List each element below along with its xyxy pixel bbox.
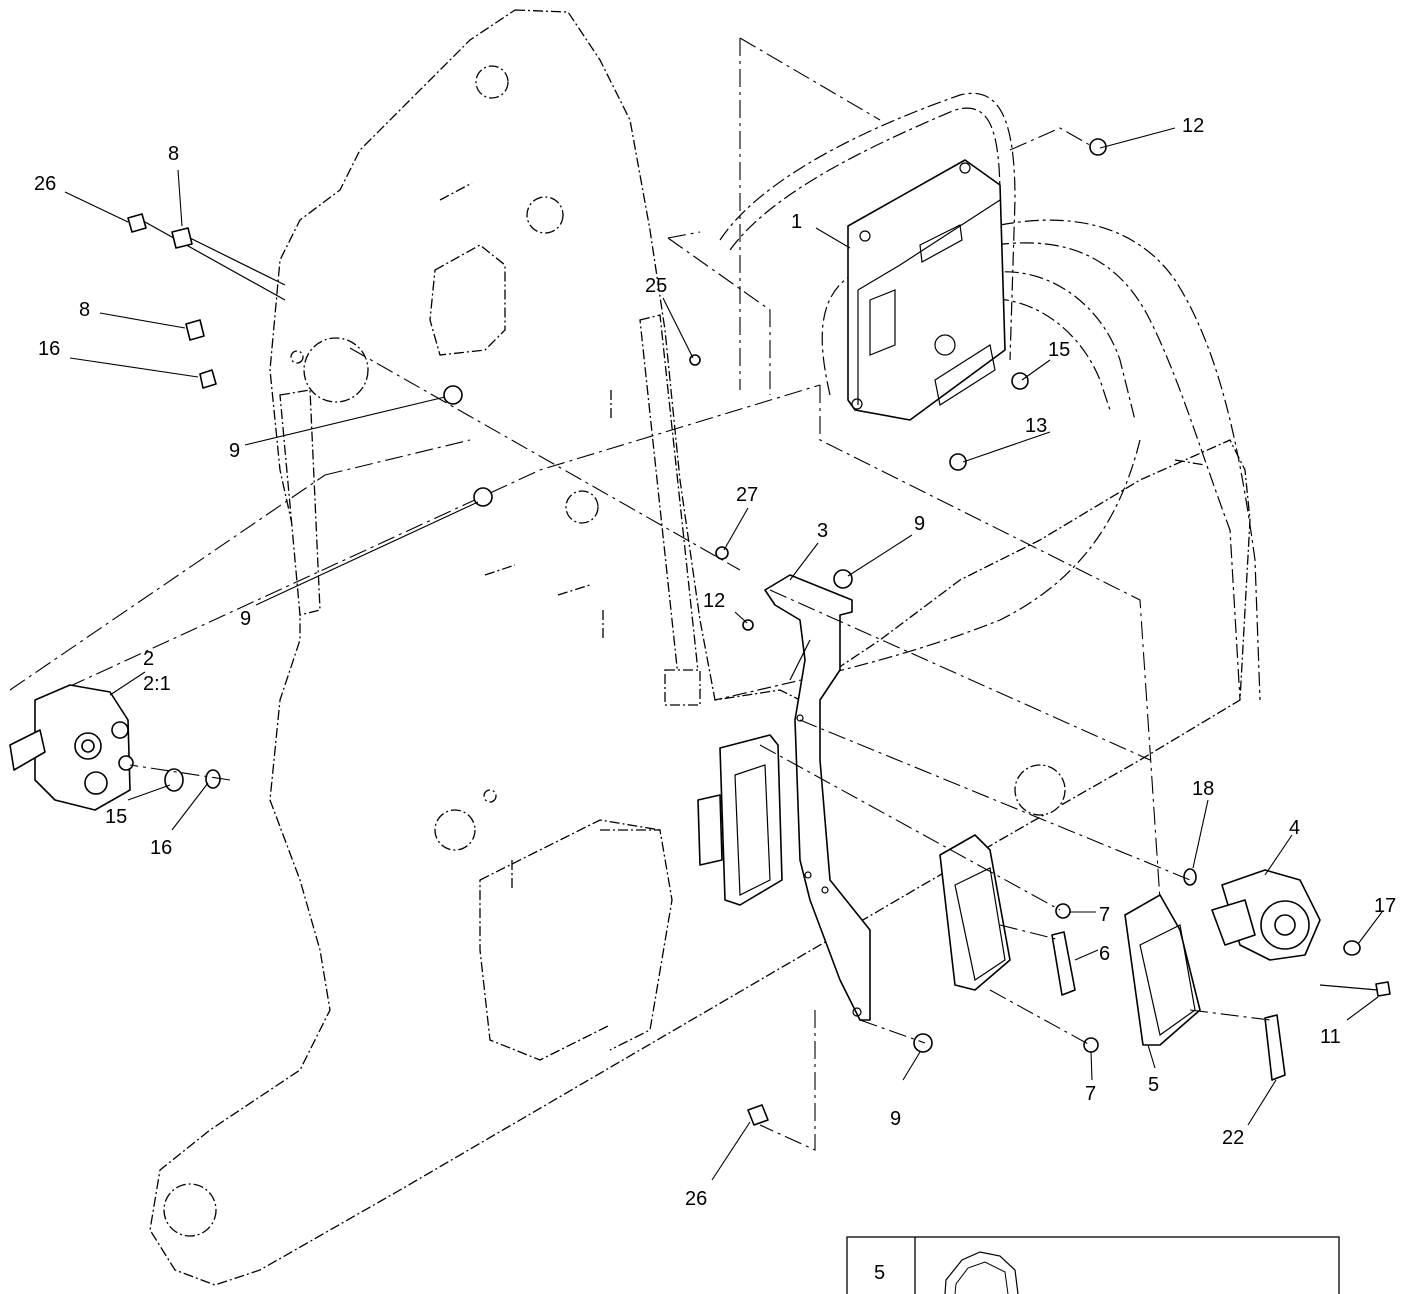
callout-8-mid: 8 xyxy=(79,299,90,321)
inset-detail-box: 5 xyxy=(846,1236,1340,1294)
callout-9-bracket: 9 xyxy=(914,513,925,535)
callout-labels: 26 8 8 16 9 9 2 2:1 15 16 1 25 12 15 13 … xyxy=(34,115,1396,1210)
hardware xyxy=(127,138,1391,1126)
callout-26-bottom: 26 xyxy=(685,1188,707,1210)
callout-1: 1 xyxy=(791,211,802,233)
callout-22: 22 xyxy=(1222,1127,1244,1149)
callout-7-upper: 7 xyxy=(1099,904,1110,926)
callout-2: 2 xyxy=(143,648,154,670)
mounting-bracket xyxy=(761,574,871,1021)
fuse-holder-middle xyxy=(939,834,1011,991)
callout-7-lower: 7 xyxy=(1085,1083,1096,1105)
callout-10: 11 xyxy=(1320,1026,1341,1048)
starter-relay xyxy=(9,684,134,811)
callout-12-top: 12 xyxy=(1182,115,1204,137)
callout-17: 17 xyxy=(1374,895,1396,917)
power-relay xyxy=(1211,869,1321,961)
inset-fuse-holder-icon xyxy=(944,1251,1019,1294)
inset-item-number: 5 xyxy=(874,1262,885,1284)
callout-14: 15 xyxy=(1048,339,1070,361)
fuse-holder-left xyxy=(697,734,783,906)
callout-6: 6 xyxy=(1099,943,1110,965)
callout-9-lower: 9 xyxy=(240,608,251,630)
callout-3: 3 xyxy=(817,520,828,542)
callout-8-top: 8 xyxy=(168,143,179,165)
callout-5: 5 xyxy=(1148,1074,1159,1096)
callout-13: 16 xyxy=(38,338,60,360)
main-frame-plate xyxy=(149,9,1251,1286)
callout-12-mid: 13 xyxy=(1025,415,1047,437)
mounting-plane-outline xyxy=(9,37,1161,1151)
callout-11: 12 xyxy=(703,590,725,612)
leader-lines xyxy=(64,127,1383,1181)
fuse-holder-right xyxy=(1124,894,1201,1046)
callout-15: 15 xyxy=(105,806,127,828)
callout-4: 4 xyxy=(1289,817,1300,839)
callout-9-upper: 9 xyxy=(229,440,240,462)
callout-2-1: 2:1 xyxy=(143,673,171,695)
callout-25: 25 xyxy=(645,275,667,297)
callout-9-bottom: 9 xyxy=(890,1108,901,1130)
controller-module xyxy=(847,159,1006,421)
callout-26-top: 26 xyxy=(34,173,56,195)
wiring-harness xyxy=(714,92,1261,701)
callout-16: 16 xyxy=(150,837,172,859)
callout-27: 27 xyxy=(736,484,758,506)
callout-18: 18 xyxy=(1192,778,1214,800)
